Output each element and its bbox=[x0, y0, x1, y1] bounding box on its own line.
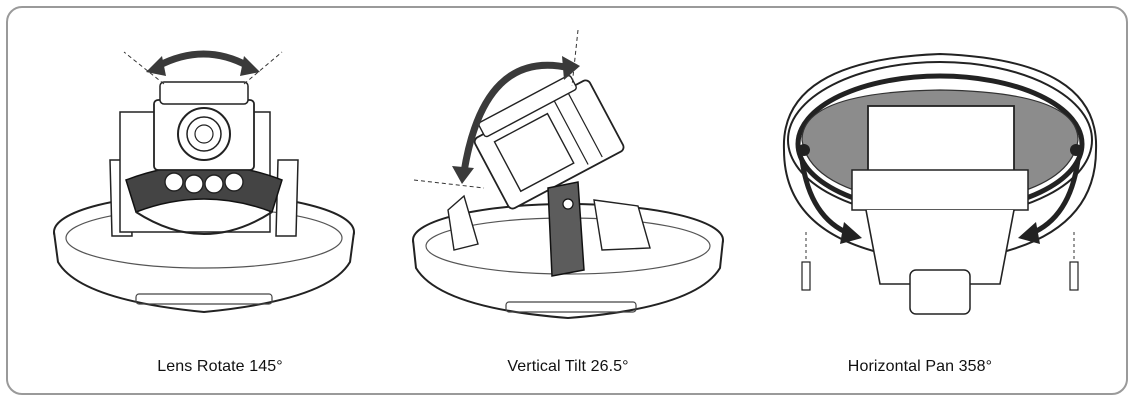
lens-rotate-panel: Lens Rotate 145° bbox=[40, 0, 400, 400]
horizontal-pan-caption: Horizontal Pan 358° bbox=[847, 358, 993, 375]
horizontal-pan-panel: Horizontal Pan 358° bbox=[740, 0, 1100, 400]
lens-rotate-caption: Lens Rotate 145° bbox=[157, 358, 283, 375]
curved-double-arrow-icon bbox=[799, 159, 1081, 244]
vertical-tilt-illustration bbox=[412, 29, 724, 320]
lens-rotate-illustration bbox=[53, 50, 355, 314]
vertical-tilt-caption: Vertical Tilt 26.5° bbox=[507, 358, 629, 375]
curved-double-arrow-icon bbox=[146, 50, 260, 76]
horizontal-pan-illustration bbox=[782, 52, 1098, 315]
curved-double-arrow-icon bbox=[452, 56, 580, 184]
vertical-tilt-panel: Vertical Tilt 26.5° bbox=[388, 0, 748, 400]
